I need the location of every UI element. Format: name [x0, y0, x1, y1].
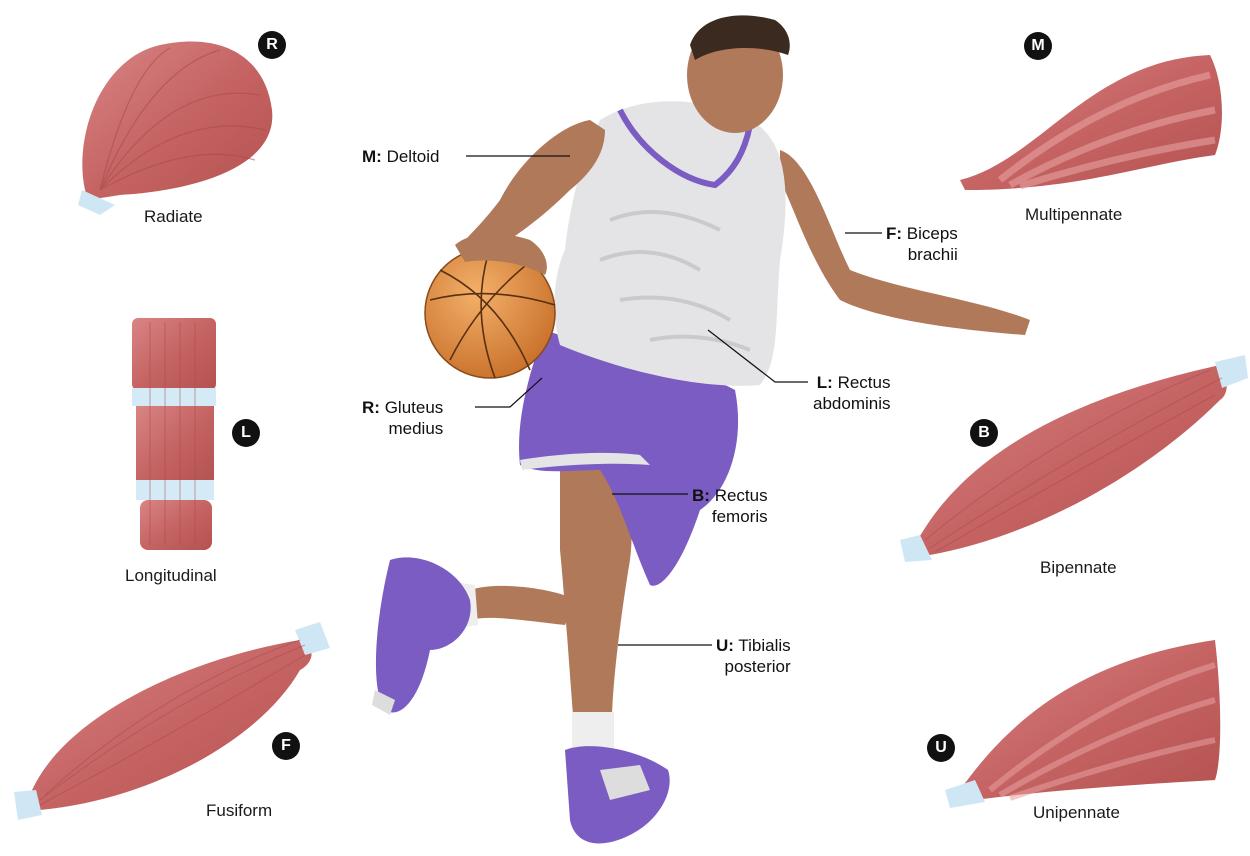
label-gluteus-medius: R: Gluteus medius: [362, 397, 443, 439]
caption-bipennate: Bipennate: [1040, 558, 1117, 578]
caption-unipennate: Unipennate: [1033, 803, 1120, 823]
label-name-2: femoris: [712, 507, 768, 526]
label-code: M:: [362, 147, 382, 166]
label-tibialis-posterior: U: Tibialis posterior: [716, 635, 791, 677]
badge-radiate: R: [258, 31, 286, 59]
caption-fusiform: Fusiform: [206, 801, 272, 821]
caption-radiate: Radiate: [144, 207, 203, 227]
label-code: U:: [716, 636, 734, 655]
label-name: Biceps: [907, 224, 958, 243]
caption-multipennate: Multipennate: [1025, 205, 1122, 225]
label-name: Rectus: [715, 486, 768, 505]
label-name-2: posterior: [725, 657, 791, 676]
unipennate-muscle: [945, 640, 1220, 808]
label-code: L:: [817, 373, 833, 392]
fusiform-muscle: [14, 622, 330, 820]
label-deltoid: M: Deltoid: [362, 146, 439, 167]
badge-bipennate: B: [970, 419, 998, 447]
label-name-2: brachii: [908, 245, 958, 264]
multipennate-muscle: [960, 55, 1222, 190]
label-code: F:: [886, 224, 902, 243]
badge-unipennate: U: [927, 734, 955, 762]
label-biceps-brachii: F: Biceps brachii: [886, 223, 958, 265]
basketball-player: [372, 15, 1030, 843]
label-code: B:: [692, 486, 710, 505]
radiate-muscle: [78, 41, 272, 215]
label-name: Deltoid: [387, 147, 440, 166]
label-rectus-femoris: B: Rectus femoris: [692, 485, 768, 527]
label-code: R:: [362, 398, 380, 417]
caption-longitudinal: Longitudinal: [125, 566, 217, 586]
label-name: Gluteus: [385, 398, 444, 417]
longitudinal-muscle: [132, 318, 216, 550]
label-rectus-abdominis: L: Rectus abdominis: [813, 372, 891, 414]
label-name: Rectus: [838, 373, 891, 392]
badge-longitudinal: L: [232, 419, 260, 447]
badge-fusiform: F: [272, 732, 300, 760]
label-name-2: abdominis: [813, 394, 891, 413]
bipennate-muscle: [900, 355, 1248, 562]
label-name: Tibialis: [738, 636, 790, 655]
badge-multipennate: M: [1024, 32, 1052, 60]
label-name-2: medius: [388, 419, 443, 438]
